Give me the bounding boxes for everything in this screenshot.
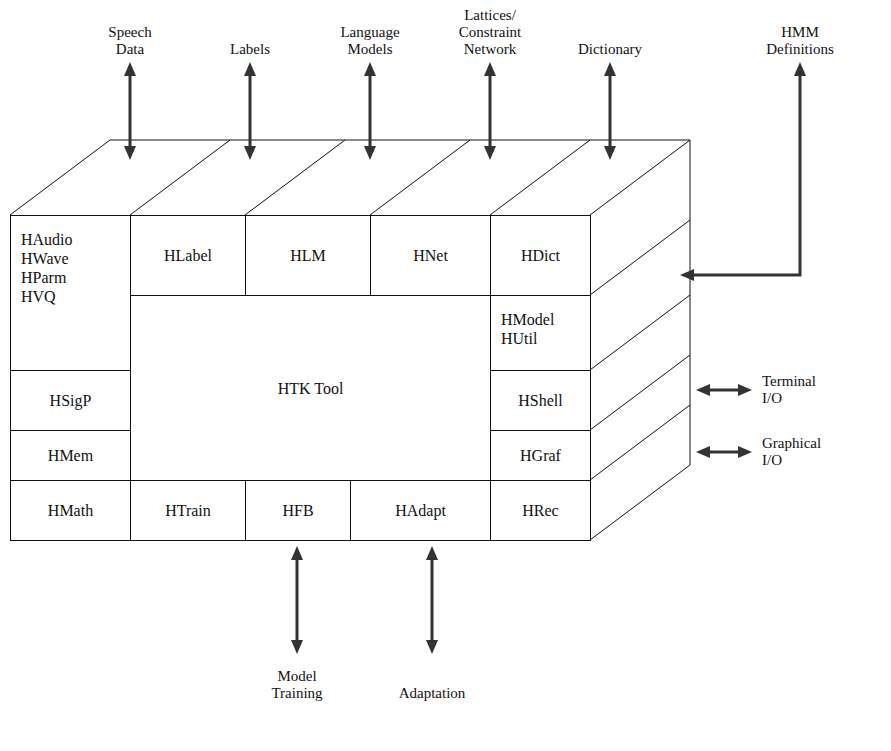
arrow-head xyxy=(738,384,752,396)
right-face-line xyxy=(590,405,690,480)
arrow-shaft xyxy=(249,74,252,148)
io-label: Language Models xyxy=(340,24,399,58)
module-name: HGraf xyxy=(520,446,561,465)
arrow-head xyxy=(794,62,806,76)
module-box: HShell xyxy=(490,370,591,431)
arrow-shaft xyxy=(692,74,800,275)
right-face-line xyxy=(590,220,690,295)
arrow-head xyxy=(244,62,256,76)
arrow-head xyxy=(604,146,616,160)
module-name: HVQ xyxy=(21,287,56,306)
module-name: HRec xyxy=(522,501,558,520)
module-box: HLM xyxy=(245,215,371,296)
module-name: HAudio xyxy=(21,230,73,249)
arrow-head xyxy=(484,62,496,76)
arrow-head xyxy=(291,546,303,560)
module-name: HAdapt xyxy=(395,501,446,520)
arrow-head xyxy=(124,146,136,160)
arrow-head xyxy=(426,640,438,654)
module-box: HTrain xyxy=(130,480,246,541)
module-box: HModelHUtil xyxy=(490,295,591,371)
arrow-head xyxy=(124,62,136,76)
module-name: HNet xyxy=(413,246,448,265)
arrow-shaft xyxy=(369,74,372,148)
module-name: HMath xyxy=(48,501,93,520)
right-face-back-edge xyxy=(690,140,691,465)
module-name: HUtil xyxy=(501,329,537,348)
module-box: HRec xyxy=(490,480,591,541)
module-name: HModel xyxy=(501,310,554,329)
io-label: Terminal I/O xyxy=(762,373,816,407)
io-label: Graphical I/O xyxy=(762,435,821,469)
top-face-line xyxy=(490,140,590,215)
module-name: HDict xyxy=(521,246,560,265)
arrow-head xyxy=(680,269,694,281)
io-label: Speech Data xyxy=(108,24,151,58)
module-box: HAudioHWaveHParmHVQ xyxy=(10,215,131,371)
top-face-line xyxy=(590,140,690,215)
arrow-head xyxy=(364,146,376,160)
module-box: HLabel xyxy=(130,215,246,296)
module-box: HTK Tool xyxy=(130,295,491,481)
module-name: HLM xyxy=(290,246,326,265)
right-face-line xyxy=(590,465,690,540)
module-box: HFB xyxy=(245,480,351,541)
arrow-head xyxy=(696,446,710,458)
arrow-head xyxy=(244,146,256,160)
module-name: HLabel xyxy=(164,246,212,265)
top-face-line xyxy=(245,140,345,215)
arrow-shaft xyxy=(129,74,132,148)
top-face-line xyxy=(10,140,110,215)
arrow-head xyxy=(696,384,710,396)
top-face-line xyxy=(370,140,470,215)
arrow-head xyxy=(426,546,438,560)
module-name: HSigP xyxy=(50,391,92,410)
module-box: HSigP xyxy=(10,370,131,431)
arrow-shaft xyxy=(708,451,740,454)
module-box: HDict xyxy=(490,215,591,296)
module-box: HMath xyxy=(10,480,131,541)
cube-edges xyxy=(10,140,690,540)
module-name: HParm xyxy=(21,268,66,287)
io-label: Model Training xyxy=(271,668,322,702)
io-arrow-shafts xyxy=(130,74,800,642)
io-label: Lattices/ Constraint Network xyxy=(459,7,521,58)
arrow-head xyxy=(738,446,752,458)
module-box: HNet xyxy=(370,215,491,296)
arrow-head xyxy=(291,640,303,654)
io-label: Labels xyxy=(230,41,270,58)
right-face-line xyxy=(590,355,690,430)
io-label: Dictionary xyxy=(578,41,642,58)
module-box: HAdapt xyxy=(350,480,491,541)
right-face-line xyxy=(590,295,690,370)
arrow-shaft xyxy=(296,558,299,642)
arrow-shaft xyxy=(489,74,492,148)
module-name: HMem xyxy=(48,446,93,465)
io-arrow-heads xyxy=(124,62,806,654)
arrow-head xyxy=(484,146,496,160)
io-label: HMM Definitions xyxy=(766,24,833,58)
module-box: HMem xyxy=(10,430,131,481)
module-box: HGraf xyxy=(490,430,591,481)
top-face-back-edge xyxy=(110,140,690,141)
io-label: Adaptation xyxy=(399,685,466,702)
arrow-shaft xyxy=(431,558,434,642)
module-name: HFB xyxy=(282,501,313,520)
module-name: HWave xyxy=(21,249,69,268)
top-face-line xyxy=(130,140,230,215)
arrow-head xyxy=(604,62,616,76)
arrow-head xyxy=(364,62,376,76)
arrow-shaft xyxy=(708,389,740,392)
module-name: HShell xyxy=(518,391,562,410)
arrow-shaft xyxy=(609,74,612,148)
module-name: HTrain xyxy=(165,501,211,520)
module-name: HTK Tool xyxy=(278,379,344,398)
